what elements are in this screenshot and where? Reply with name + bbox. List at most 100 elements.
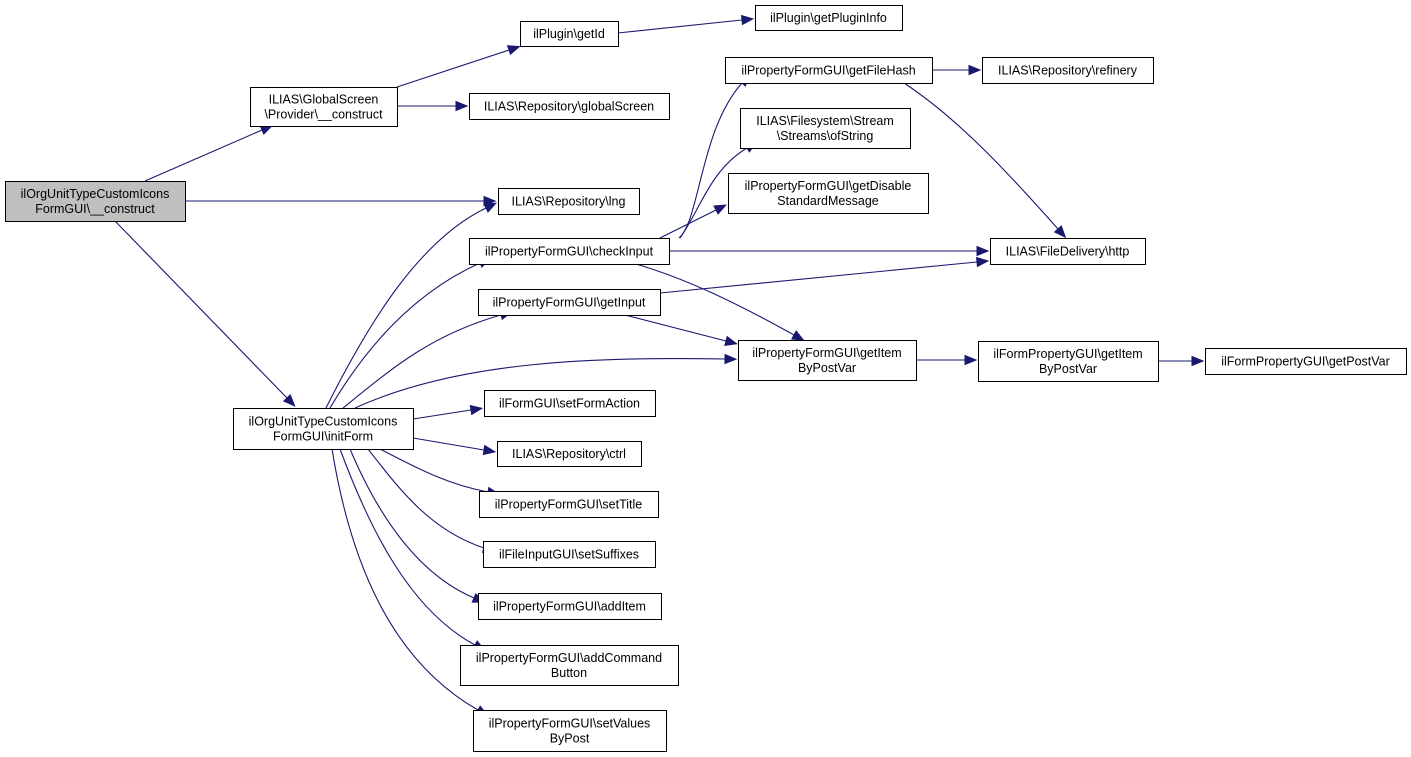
edge-n19-n17 [903, 82, 1059, 230]
node-n0[interactable]: ilOrgUnitTypeCustomIconsFormGUI\__constr… [5, 181, 186, 222]
edge-n3-n2 [325, 207, 487, 409]
node-n4[interactable]: ilPlugin\getId [520, 21, 619, 47]
node-box [728, 173, 929, 214]
arrowhead-n8-n17 [975, 256, 990, 268]
node-label-line: ILIAS\FileDelivery\http [1006, 245, 1130, 259]
node-box [725, 57, 933, 84]
node-box [479, 491, 659, 518]
node-box [497, 441, 642, 467]
node-n23[interactable]: ilFormPropertyGUI\getPostVar [1205, 348, 1407, 375]
node-label-line: FormGUI\initForm [273, 430, 373, 444]
nodes-layer: ilOrgUnitTypeCustomIconsFormGUI\__constr… [5, 5, 1407, 752]
node-label-line: ilFormPropertyGUI\getItem [993, 347, 1142, 361]
edge-n7-n18 [659, 209, 717, 239]
edge-n4-n6 [617, 19, 743, 34]
node-n7[interactable]: ilPropertyFormGUI\checkInput [469, 238, 670, 265]
edge-n0-n3 [114, 220, 288, 399]
arrowhead-n8-n9 [724, 335, 738, 346]
arrowhead-n19-n21 [968, 64, 982, 76]
edge-n0-n1 [144, 129, 263, 182]
node-label-line: ilFormGUI\setFormAction [499, 397, 640, 411]
node-n1[interactable]: ILIAS\GlobalScreen\Provider\__construct [250, 87, 398, 127]
node-label-line: ilPropertyFormGUI\setValues [489, 717, 651, 731]
node-label-line: ilPropertyFormGUI\getItem [752, 346, 901, 360]
node-box [478, 289, 661, 316]
node-box [5, 181, 186, 222]
node-n20[interactable]: ILIAS\Filesystem\Stream\Streams\ofString [740, 108, 911, 149]
node-label-line: ilPropertyFormGUI\addCommand [476, 651, 662, 665]
node-label-line: ilPropertyFormGUI\getInput [493, 296, 646, 310]
node-label-line: \Streams\ofString [777, 129, 874, 143]
node-label-line: ByPostVar [798, 361, 856, 375]
node-box [978, 341, 1159, 382]
node-box [982, 57, 1154, 84]
node-n19[interactable]: ilPropertyFormGUI\getFileHash [725, 57, 933, 84]
node-box [473, 710, 667, 752]
arrowhead-n3-n11 [482, 444, 497, 456]
node-n12[interactable]: ilPropertyFormGUI\setTitle [479, 491, 659, 518]
node-label-line: ilFileInputGUI\setSuffixes [499, 548, 639, 562]
edge-n3-n9 [354, 358, 726, 409]
node-label-line: ILIAS\GlobalScreen [269, 93, 379, 107]
node-label-line: ilOrgUnitTypeCustomIcons [21, 187, 170, 201]
arrowhead-n7-n17 [976, 245, 990, 257]
node-box [469, 93, 670, 120]
arrowhead-n9-n22 [964, 354, 978, 366]
arrowhead-n22-n23 [1191, 355, 1205, 367]
node-label-line: Button [551, 666, 587, 680]
node-box [1205, 348, 1407, 375]
node-box [460, 645, 679, 686]
node-box [755, 5, 903, 31]
node-label-line: ilPropertyFormGUI\addItem [493, 600, 646, 614]
edge-n3-n14 [349, 448, 475, 599]
arrowhead-n4-n6 [740, 14, 755, 26]
node-n18[interactable]: ilPropertyFormGUI\getDisableStandardMess… [728, 173, 929, 214]
node-n8[interactable]: ilPropertyFormGUI\getInput [478, 289, 661, 316]
node-n6[interactable]: ilPlugin\getPluginInfo [755, 5, 903, 31]
node-n10[interactable]: ilFormGUI\setFormAction [484, 390, 656, 417]
edge-n3-n15 [339, 448, 476, 646]
edge-n8-n9 [624, 314, 727, 342]
node-box [990, 238, 1146, 265]
node-n21[interactable]: ILIAS\Repository\refinery [982, 57, 1154, 84]
edge-n3-n16 [331, 448, 479, 711]
node-box [484, 390, 656, 417]
node-label-line: ilPropertyFormGUI\getFileHash [741, 64, 915, 78]
node-label-line: ByPost [550, 732, 590, 746]
node-label-line: ByPostVar [1039, 362, 1097, 376]
node-n5[interactable]: ILIAS\Repository\globalScreen [469, 93, 670, 120]
node-label-line: ILIAS\Repository\refinery [998, 64, 1138, 78]
node-label-line: ilOrgUnitTypeCustomIcons [249, 415, 398, 429]
node-box [738, 340, 917, 381]
node-box [520, 21, 619, 47]
node-box [740, 108, 911, 149]
node-n17[interactable]: ILIAS\FileDelivery\http [990, 238, 1146, 265]
edge-n1-n4 [396, 49, 510, 88]
node-n14[interactable]: ilPropertyFormGUI\addItem [478, 593, 662, 620]
arrowhead-n7-n9 [791, 330, 805, 341]
arrowhead-n19-n17 [1053, 225, 1067, 239]
node-box [483, 541, 656, 568]
node-box [469, 238, 670, 265]
edge-n7-n20 [679, 147, 748, 239]
arrowhead-n1-n4 [506, 45, 521, 56]
node-label-line: FormGUI\__construct [35, 202, 155, 216]
edge-n3-n11 [412, 437, 485, 451]
node-label-line: \Provider\__construct [264, 108, 383, 122]
node-n11[interactable]: ILIAS\Repository\ctrl [497, 441, 642, 467]
node-label-line: ILIAS\Repository\lng [512, 195, 626, 209]
arrowhead-n3-n2 [483, 202, 498, 213]
node-label-line: StandardMessage [777, 194, 879, 208]
arrowhead-n3-n9 [724, 353, 738, 365]
node-n13[interactable]: ilFileInputGUI\setSuffixes [483, 541, 656, 568]
edge-n3-n8 [342, 314, 502, 409]
node-n2[interactable]: ILIAS\Repository\lng [498, 188, 640, 215]
node-box [478, 593, 662, 620]
arrowhead-n1-n5 [455, 100, 469, 112]
